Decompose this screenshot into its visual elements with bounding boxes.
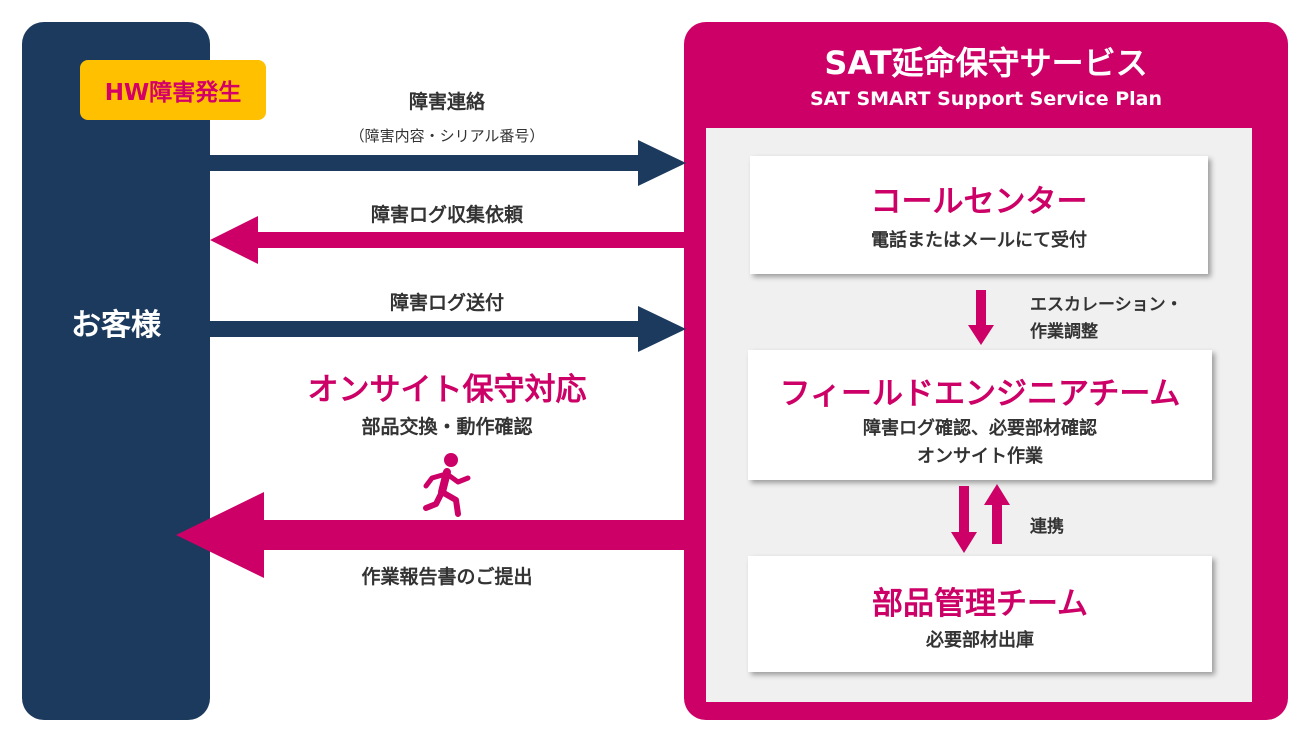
parts-team-name: 部品管理チーム [871, 586, 1089, 622]
escalation-line2: 作業調整 [1030, 322, 1098, 342]
report-failure-arrow [210, 140, 686, 186]
field-team-desc-line1: 障害ログ確認、必要部材確認 [863, 418, 1097, 439]
service-title: SAT延命保守サービス [824, 44, 1148, 82]
customer-panel [22, 22, 210, 720]
call-center-box: コールセンター 電話またはメールにて受付 [750, 156, 1208, 274]
parts-team-box: 部品管理チーム 必要部材出庫 [748, 556, 1212, 672]
report-failure-detail: （障害内容・シリアル番号） [349, 127, 545, 145]
service-subtitle: SAT SMART Support Service Plan [809, 88, 1163, 110]
work-report-label: 作業報告書のご提出 [361, 566, 533, 588]
report-failure-label: 障害連絡 [408, 91, 485, 113]
collaboration-down-arrow [951, 486, 977, 553]
onsite-arrow [176, 492, 686, 578]
call-center-name: コールセンター [870, 184, 1088, 220]
running-person-icon [423, 453, 471, 517]
log-send-label: 障害ログ送付 [389, 292, 504, 314]
field-team-box: フィールドエンジニアチーム 障害ログ確認、必要部材確認 オンサイト作業 [748, 350, 1212, 480]
parts-team-desc: 必要部材出庫 [926, 630, 1034, 651]
field-team-name: フィールドエンジニアチーム [779, 376, 1181, 412]
escalation-down-arrow [968, 290, 994, 345]
log-request-label: 障害ログ収集依頼 [370, 204, 523, 226]
log-request-arrow [210, 216, 686, 264]
escalation-line1: エスカレーション・ [1030, 295, 1183, 315]
escalation-label: エスカレーション・ 作業調整 [1030, 292, 1183, 346]
call-center-desc: 電話またはメールにて受付 [871, 230, 1087, 251]
field-team-desc-line2: オンサイト作業 [917, 446, 1043, 467]
customer-label: お客様 [71, 308, 161, 343]
hw-failure-badge: HW障害発生 [80, 60, 266, 120]
log-send-arrow [210, 306, 686, 352]
onsite-desc: 部品交換・動作確認 [361, 416, 533, 438]
onsite-title: オンサイト保守対応 [307, 372, 587, 408]
collaboration-label: 連携 [1030, 517, 1064, 537]
collaboration-up-arrow [984, 484, 1010, 544]
